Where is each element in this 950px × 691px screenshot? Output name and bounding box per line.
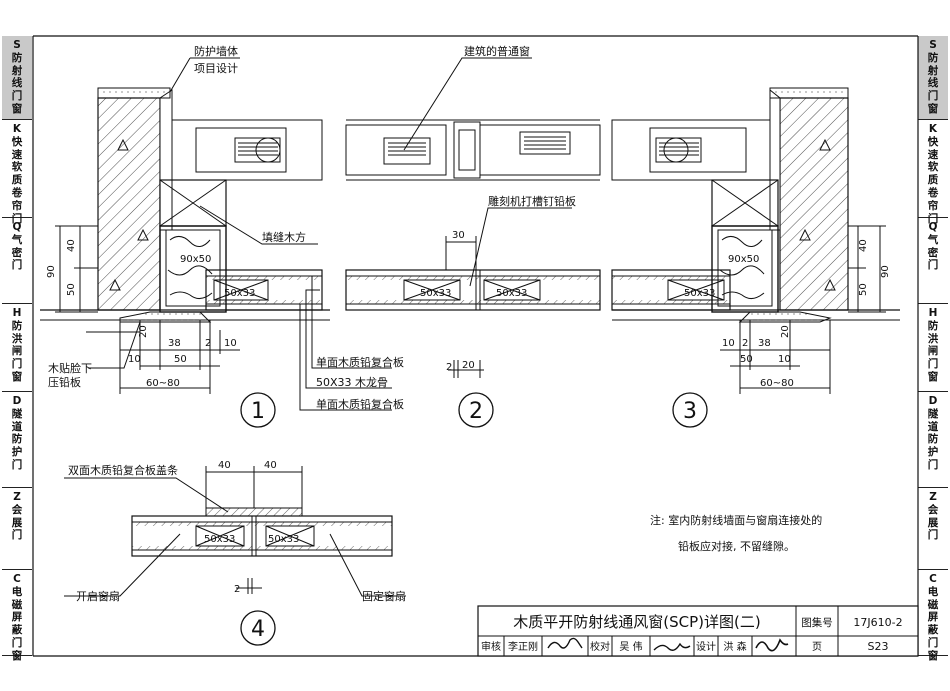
designer-name: 洪 森	[723, 640, 746, 653]
dim-60-80-left: 60~80	[146, 378, 180, 389]
box-50x33-mid-b: 50x33	[496, 288, 527, 299]
dim-60-80-right: 60~80	[760, 378, 794, 389]
section-number-1: 1	[251, 399, 265, 424]
dim-38-right: 38	[758, 338, 771, 349]
dim-2-mid: 2	[446, 362, 452, 373]
label-single-panel-1: 单面木质铅复合板	[316, 355, 404, 369]
section-number-3: 3	[683, 399, 697, 424]
reviewer-name: 李正刚	[508, 640, 538, 653]
atlas-number: 17J610-2	[853, 616, 902, 629]
dim-10-left-a: 10	[224, 338, 237, 349]
section-1-detail	[40, 57, 330, 428]
label-filler: 填缝木方	[262, 230, 306, 244]
checker-name: 吴 伟	[619, 640, 642, 653]
dim-38-left: 38	[168, 338, 181, 349]
dim-2-right: 2	[742, 338, 748, 349]
box-50x33-mid-a: 50x33	[420, 288, 451, 299]
dim-2-s4: 2	[234, 584, 240, 595]
label-wall: 防护墙体	[194, 44, 238, 58]
review-label: 审核	[481, 640, 501, 653]
label-single-panel-2: 单面木质铅复合板	[316, 397, 404, 411]
dim-40-right: 40	[858, 239, 869, 252]
label-carved-lead: 雕刻机打槽钉铅板	[488, 194, 576, 208]
section-3-detail	[611, 87, 900, 428]
design-label: 设计	[696, 640, 716, 653]
section-4-detail	[64, 466, 406, 646]
dim-20-right: 20	[780, 325, 791, 338]
label-trim-1: 木贴脸下	[48, 361, 92, 375]
box-90x50-right: 90x50	[728, 254, 759, 265]
label-double-cover: 双面木质铅复合板盖条	[68, 463, 178, 477]
note-line-1: 注: 室内防射线墙面与窗扇连接处的	[650, 513, 822, 527]
label-open-sash: 开启窗扇	[76, 589, 120, 603]
dim-2-left: 2	[205, 338, 211, 349]
dim-10-left-b: 10	[128, 354, 141, 365]
dim-90-left: 90	[46, 265, 57, 278]
page-number: S23	[868, 640, 889, 653]
dim-20-mid: 20	[462, 360, 475, 371]
box-50x33-left: 50x33	[224, 288, 255, 299]
section-number-2: 2	[469, 399, 483, 424]
dim-40-left: 40	[66, 239, 77, 252]
box-50x33-s4-a: 50x33	[204, 534, 235, 545]
dim-20-left: 20	[138, 325, 149, 338]
dim-10-right-a: 10	[722, 338, 735, 349]
section-number-4: 4	[251, 617, 265, 642]
page-label: 页	[812, 641, 822, 653]
label-fixed-sash: 固定窗扇	[362, 589, 406, 603]
dim-10-right-b: 10	[778, 354, 791, 365]
title-block	[477, 605, 919, 657]
atlas-label: 图集号	[801, 616, 833, 629]
check-label: 校对	[590, 640, 610, 653]
box-50x33-s4-b: 50x33	[268, 534, 299, 545]
dim-50-left: 50	[66, 283, 77, 296]
label-keel: 50X33 木龙骨	[316, 376, 388, 389]
dim-40-a: 40	[218, 460, 231, 471]
box-90x50-left: 90x50	[180, 254, 211, 265]
label-trim-2: 压铅板	[48, 375, 81, 389]
dim-30: 30	[452, 230, 465, 241]
note-line-2: 铅板应对接, 不留缝隙。	[678, 539, 795, 553]
dim-90-right: 90	[880, 265, 891, 278]
dim-50-right-b: 50	[740, 354, 753, 365]
dim-50-left-b: 50	[174, 354, 187, 365]
box-50x33-right: 50x33	[684, 288, 715, 299]
section-2-detail	[299, 57, 601, 428]
dim-40-b: 40	[264, 460, 277, 471]
label-normal-window: 建筑的普通窗	[464, 44, 530, 58]
drawing-title: 木质平开防射线通风窗(SCP)详图(二)	[513, 613, 760, 631]
dim-50-right: 50	[858, 283, 869, 296]
label-project: 项目设计	[194, 62, 238, 75]
